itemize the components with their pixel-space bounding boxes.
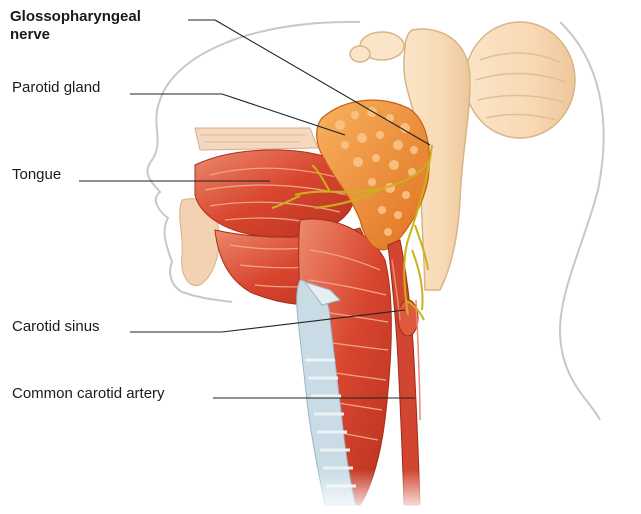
label-glossopharyngeal-nerve: Glossopharyngeal nerve: [10, 8, 141, 44]
midbrain: [350, 32, 404, 62]
label-tongue: Tongue: [12, 166, 61, 184]
bottom-fade: [280, 470, 480, 514]
label-carotid-sinus: Carotid sinus: [12, 318, 100, 336]
label-common-carotid-artery: Common carotid artery: [12, 385, 165, 403]
label-glossopharyngeal-line1: Glossopharyngeal: [10, 8, 141, 26]
palate-region: [195, 128, 318, 150]
cerebellum: [465, 22, 575, 138]
label-glossopharyngeal-line2: nerve: [10, 26, 141, 44]
label-parotid-gland: Parotid gland: [12, 79, 100, 97]
